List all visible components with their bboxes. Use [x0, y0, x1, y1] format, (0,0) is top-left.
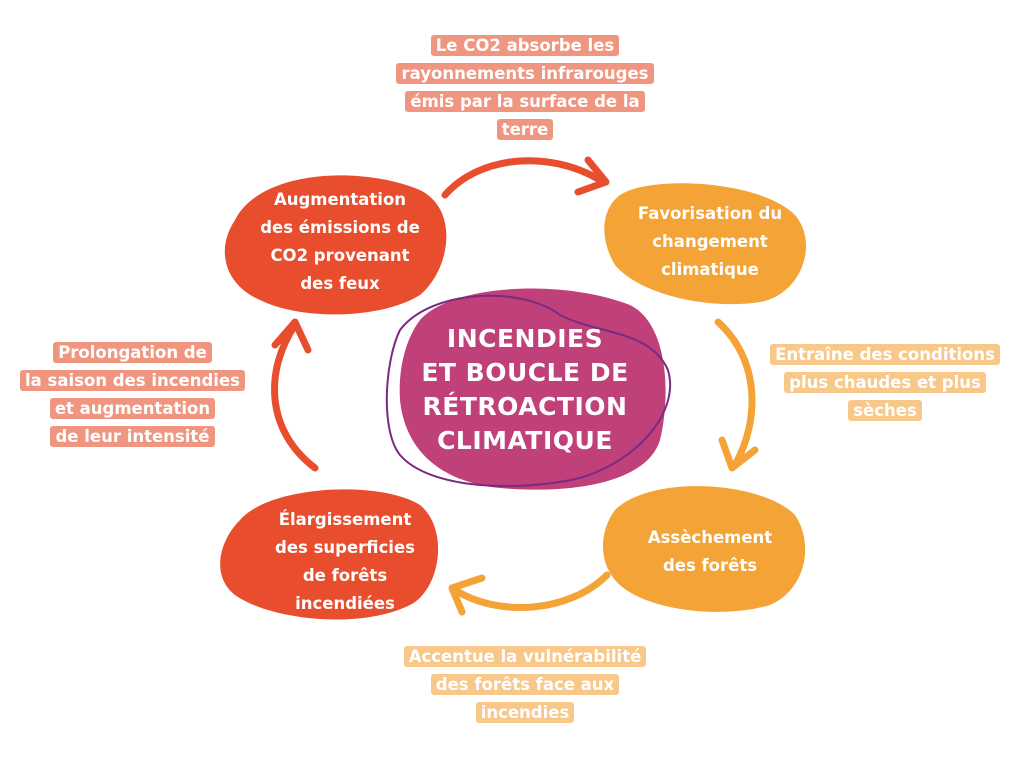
- center-blob: [399, 288, 666, 490]
- node-emissions: Augmentation des émissions de CO2 proven…: [245, 186, 435, 298]
- node-blob-changement: [604, 183, 807, 305]
- label-line: des forêts face aux: [430, 674, 620, 695]
- arrow-top-head: [574, 156, 610, 196]
- node-assechement: Assèchement des forêts: [620, 524, 800, 580]
- label-line: la saison des incendies: [20, 370, 245, 391]
- arrow-right-head: [718, 436, 759, 472]
- label-line: plus chaudes et plus: [784, 372, 986, 393]
- node-changement: Favorisation du changement climatique: [620, 200, 800, 284]
- label-line: et augmentation: [49, 398, 216, 419]
- node-text: des feux: [300, 274, 380, 293]
- center-title-line: RÉTROACTION: [422, 392, 628, 421]
- center-outline: [385, 294, 671, 488]
- label-top: Le CO2 absorbe les rayonnements infrarou…: [370, 32, 680, 144]
- node-text: de forêts: [302, 566, 388, 585]
- center-title: INCENDIES ET BOUCLE DE RÉTROACTION CLIMA…: [420, 322, 630, 458]
- label-line: Accentue la vulnérabilité: [403, 646, 647, 667]
- node-text: changement: [652, 232, 768, 251]
- node-text: incendiées: [295, 594, 395, 613]
- label-line: terre: [496, 119, 554, 140]
- node-blob-emissions: [224, 175, 447, 315]
- label-line: Le CO2 absorbe les: [430, 35, 620, 56]
- node-elargissement: Élargissement des superficies de forêts …: [250, 506, 440, 618]
- node-text: Assèchement: [647, 528, 773, 547]
- node-text: des superficies: [275, 538, 415, 557]
- node-text: des émissions de: [260, 218, 420, 237]
- center-title-line: CLIMATIQUE: [437, 426, 613, 455]
- center-title-line: ET BOUCLE DE: [421, 358, 629, 387]
- node-text: Favorisation du: [637, 204, 783, 223]
- label-line: Entraîne des conditions: [770, 344, 1000, 365]
- label-bottom: Accentue la vulnérabilité des forêts fac…: [380, 643, 670, 727]
- label-line: rayonnements infrarouges: [396, 63, 654, 84]
- node-text: climatique: [661, 260, 759, 279]
- label-line: sèches: [848, 400, 922, 421]
- arrow-right: [714, 318, 756, 469]
- label-line: émis par la surface de la: [405, 91, 645, 112]
- arrow-top: [441, 157, 604, 199]
- label-line: de leur intensité: [50, 426, 215, 447]
- label-line: incendies: [475, 702, 575, 723]
- label-line: Prolongation de: [53, 342, 212, 363]
- node-text: Élargissement: [278, 510, 412, 529]
- arrow-bottom-head: [448, 574, 486, 616]
- center-title-line: INCENDIES: [446, 324, 604, 353]
- label-right: Entraîne des conditions plus chaudes et …: [755, 341, 1015, 425]
- node-blob-assechement: [602, 486, 806, 612]
- node-blob-elargissement: [220, 489, 439, 620]
- node-text: des forêts: [662, 556, 758, 575]
- node-text: Augmentation: [273, 190, 407, 209]
- label-left: Prolongation de la saison des incendies …: [5, 339, 260, 451]
- arrow-left-head: [271, 318, 312, 354]
- node-text: CO2 provenant: [270, 246, 410, 265]
- arrow-left: [271, 321, 319, 472]
- arrow-bottom: [451, 571, 611, 611]
